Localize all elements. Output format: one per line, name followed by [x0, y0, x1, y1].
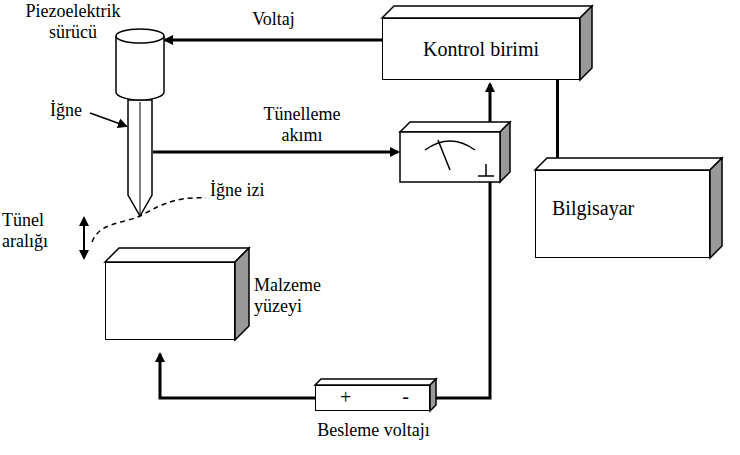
meter-pointer: [438, 140, 450, 170]
needle-edge: [140, 102, 141, 214]
battery-symbol: +-Besleme voltajı: [315, 385, 430, 411]
signal-name: Tünelleme akımı: [252, 104, 352, 145]
cylinder-body: [116, 36, 164, 100]
signal-wire: [489, 84, 492, 122]
meter-top: [400, 122, 510, 132]
box-depth: [105, 248, 253, 344]
box-side-face: [580, 6, 592, 80]
box-depth: [315, 379, 440, 415]
leader-line: [90, 113, 126, 126]
needle: [128, 100, 152, 216]
ammeter-symbol: [400, 132, 500, 182]
cylinder-top: [116, 29, 164, 43]
edge-label: Voltaj: [252, 9, 295, 30]
meter-dial: [425, 141, 475, 150]
box-top-face: [535, 158, 722, 170]
supply-wire: [430, 182, 490, 398]
polarity-sign: -: [402, 385, 409, 408]
connector-arrow: [556, 80, 559, 170]
connector-arrow: [165, 39, 382, 42]
needle-trace: [92, 198, 206, 242]
part-label: Besleme voltajı: [276, 420, 471, 441]
box-top-face: [382, 6, 592, 18]
control-unit-box: Kontrol birimi: [382, 18, 580, 80]
box-side-face: [430, 379, 436, 411]
dimension-label: Tünel aralığı: [2, 210, 74, 251]
sample-box: Malzeme yüzeyi: [105, 262, 235, 340]
piezo-driver: Piezoelektrik sürücü: [115, 28, 165, 100]
box-side-face: [710, 158, 722, 258]
part-label: Piezoelektrik sürücü: [3, 1, 143, 42]
box-title: Bilgisayar: [552, 197, 634, 220]
current-wire: [153, 151, 398, 154]
box-side-face: [235, 248, 249, 340]
box-top-face: [315, 379, 436, 385]
part-label: Malzeme yüzeyi: [254, 275, 334, 316]
cylinder-outline: [115, 28, 165, 100]
box-top-face: [105, 248, 249, 262]
part-label: İğne izi: [210, 180, 300, 201]
box-title: Kontrol birimi: [423, 38, 539, 61]
gap-arrow: [83, 218, 85, 258]
meter-side: [500, 122, 510, 182]
connector-arrow: [160, 354, 315, 398]
meter-mark: [485, 164, 487, 176]
polarity-sign: +: [340, 386, 351, 409]
computer-box: Bilgisayar: [535, 170, 710, 258]
part-label: İğne: [50, 100, 110, 121]
